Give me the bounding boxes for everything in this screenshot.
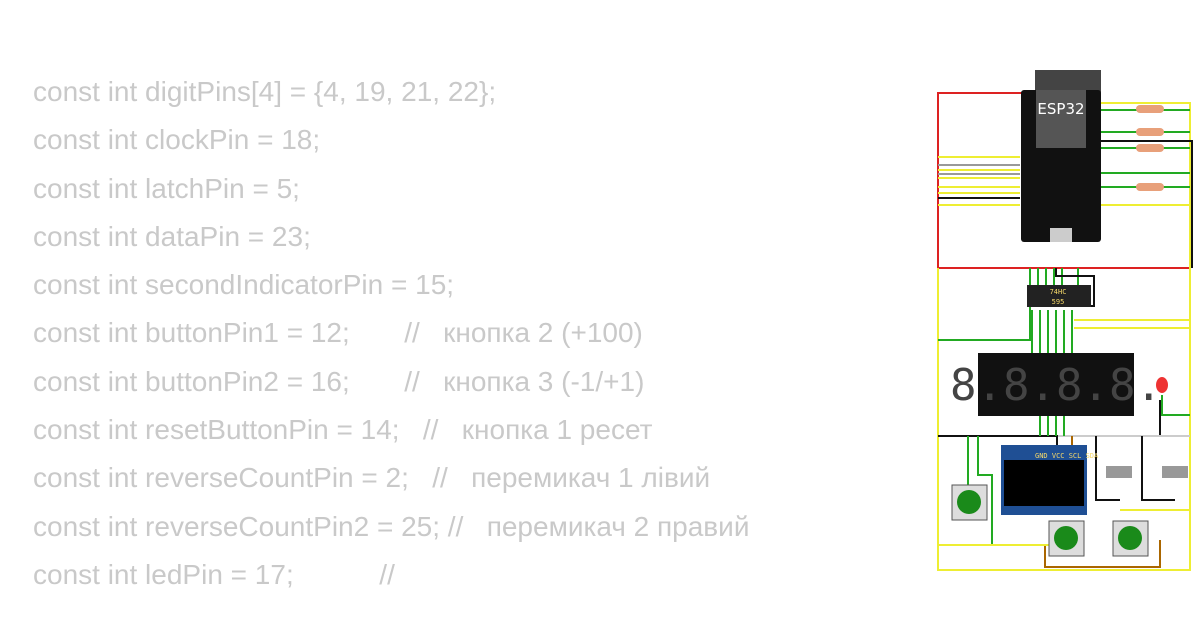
code-line: const int resetButtonPin = 14; // кнопка…: [33, 414, 653, 446]
svg-text:8.8.8.8.: 8.8.8.8.: [950, 360, 1162, 411]
shift-register-74hc595: 74HC 595: [1027, 285, 1091, 307]
code-line: const int buttonPin2 = 16; // кнопка 3 (…: [33, 365, 645, 397]
circuit-group: ESP32 74HC 595 8.8.8.8. GND VCC SCL SDA: [937, 70, 1193, 571]
esp32-label: ESP32: [1037, 100, 1084, 118]
push-buttons[interactable]: [951, 484, 1149, 557]
code-line: const int ledPin = 17; //: [33, 558, 395, 590]
svg-text:595: 595: [1052, 298, 1065, 306]
seven-segment-display: 8.8.8.8.: [950, 353, 1162, 416]
code-line: const int clockPin = 18;: [33, 124, 321, 156]
oled-display: GND VCC SCL SDA: [1001, 445, 1099, 515]
esp32-board: ESP32: [1021, 70, 1101, 242]
code-line: const int latchPin = 5;: [33, 172, 300, 204]
svg-text:GND VCC SCL SDA: GND VCC SCL SDA: [1035, 452, 1099, 460]
svg-text:74HC: 74HC: [1050, 288, 1067, 296]
led-red: [1156, 377, 1168, 393]
code-line: const int secondIndicatorPin = 15;: [33, 269, 455, 301]
slide-switches[interactable]: [1106, 466, 1188, 478]
code-line: const int reverseCountPin2 = 25; // пере…: [33, 510, 750, 542]
code-line: const int reverseCountPin = 2; // переми…: [33, 462, 711, 494]
code-line: const int digitPins[4] = {4, 19, 21, 22}…: [33, 76, 497, 107]
code-line: const int buttonPin1 = 12; // кнопка 2 (…: [33, 317, 643, 349]
code-line: const int dataPin = 23;: [33, 220, 311, 252]
code-background: const int digitPins[4] = {4, 19, 21, 22}…: [33, 68, 749, 599]
resistors: [1136, 105, 1164, 191]
